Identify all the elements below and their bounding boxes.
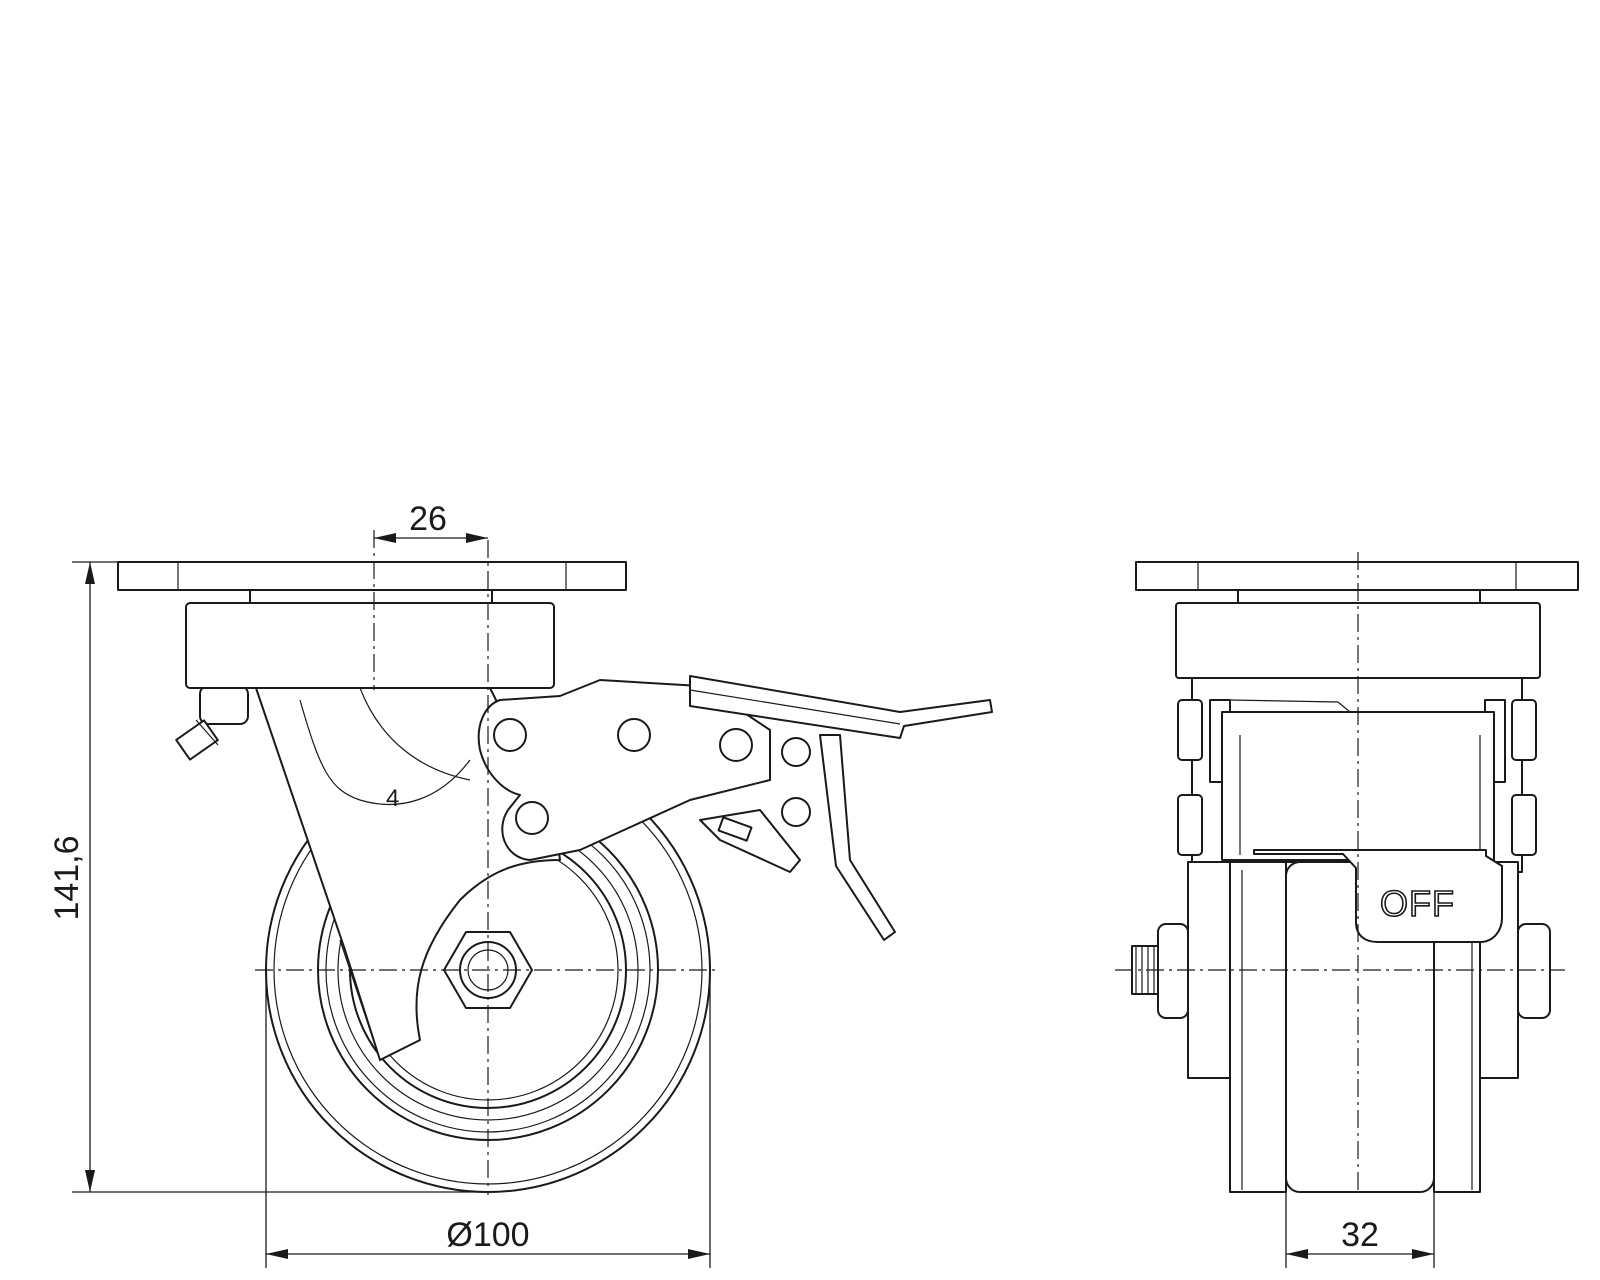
- grease-nipple: [175, 685, 249, 761]
- brake-pedal: [689, 675, 993, 941]
- dimension-offset-label: 26: [409, 500, 447, 538]
- brake-state-label: OFF: [1380, 883, 1455, 924]
- front-fork: [1177, 671, 1537, 873]
- side-swivel-head: [117, 561, 627, 689]
- front-brake-pad: OFF: [1253, 849, 1503, 943]
- side-fork: [255, 687, 561, 1061]
- dimension-offset: 26: [374, 500, 488, 543]
- side-view: 4: [117, 530, 993, 1195]
- brake-linkage: [477, 679, 811, 861]
- front-swivel-head: [1135, 561, 1579, 679]
- dimension-wheel-diameter: Ø100: [265, 970, 711, 1268]
- front-view: OFF: [1115, 552, 1579, 1195]
- dimension-height: 141,6: [48, 561, 488, 1193]
- dimension-wheel-width-label: 32: [1341, 1216, 1379, 1254]
- dimension-height-label: 141,6: [48, 835, 86, 920]
- front-axle: [1131, 923, 1551, 1019]
- dimension-wheel-width: 32: [1285, 1192, 1435, 1268]
- dimension-wheel-diameter-label: Ø100: [446, 1216, 529, 1254]
- part-number-label: 4: [386, 785, 399, 812]
